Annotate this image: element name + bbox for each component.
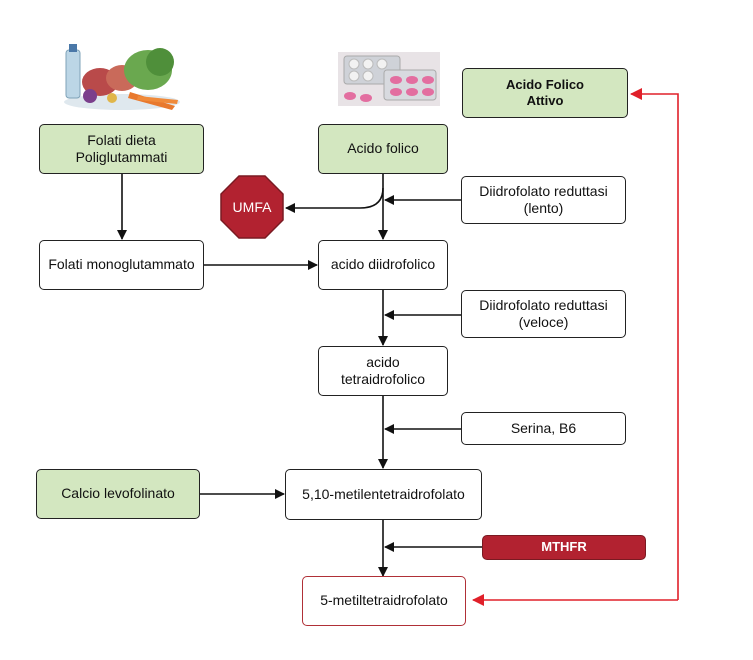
node-acido-diidrofolico: acido diidrofolico bbox=[318, 240, 448, 290]
node-serina-b6: Serina, B6 bbox=[461, 412, 626, 445]
node-folati-mono: Folati monoglutammato bbox=[39, 240, 204, 290]
node-metiltetraidrofolato: 5-metiltetraidrofolato bbox=[302, 576, 466, 626]
node-acido-folico-attivo: Acido Folico Attivo bbox=[462, 68, 628, 118]
node-metilentetraidrofolato: 5,10-metilentetraidrofolato bbox=[285, 469, 482, 520]
umfa-label: UMFA bbox=[232, 199, 272, 215]
node-diidrofolato-veloce: Diidrofolato reduttasi (veloce) bbox=[461, 290, 626, 338]
edge-metil-to-attivo bbox=[630, 88, 679, 600]
node-folati-dieta: Folati dieta Poliglutammati bbox=[39, 124, 204, 174]
node-calcio-levofolinato: Calcio levofolinato bbox=[36, 469, 200, 519]
pills-image bbox=[338, 52, 440, 106]
node-diidrofolato-lento: Diidrofolato reduttasi (lento) bbox=[461, 176, 626, 224]
node-acido-folico: Acido folico bbox=[318, 124, 448, 174]
node-acido-tetraidrofolico: acido tetraidrofolico bbox=[318, 346, 448, 396]
food-image bbox=[64, 44, 180, 110]
umfa-stop-icon bbox=[220, 175, 284, 239]
node-mthfr: MTHFR bbox=[482, 535, 646, 560]
edge-folico-to-umfa bbox=[285, 174, 384, 213]
